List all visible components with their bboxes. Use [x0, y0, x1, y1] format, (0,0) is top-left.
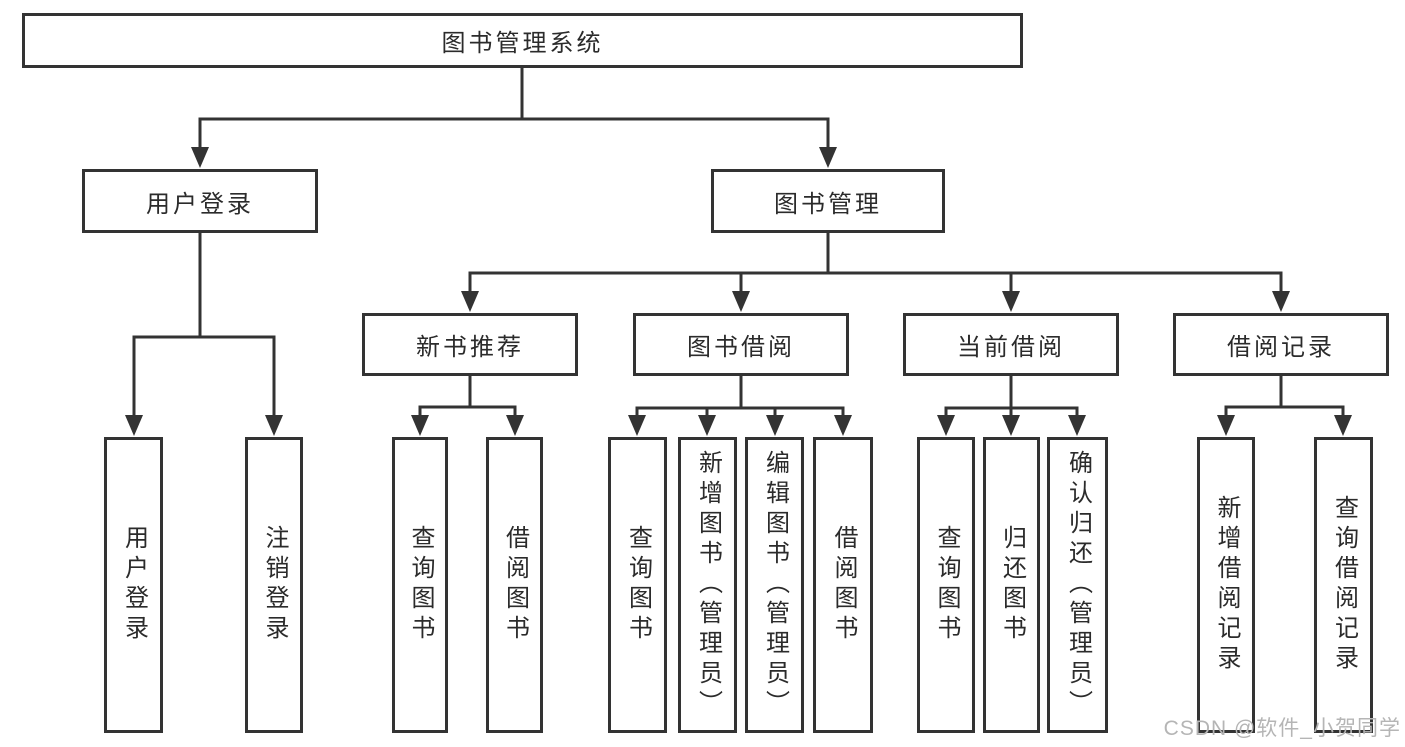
node-label: 编辑图书（管理员）: [761, 450, 789, 720]
node-borrow-records: 借阅记录: [1173, 313, 1389, 376]
node-current-borrow: 当前借阅: [903, 313, 1119, 376]
node-label: 图书管理: [774, 190, 882, 218]
node-label: 查询图书: [933, 525, 960, 645]
node-label: 用户登录: [146, 190, 254, 218]
node-label: 图书管理系统: [441, 30, 604, 57]
arrowheads: [125, 147, 1352, 436]
node-label: 借阅图书: [830, 525, 857, 645]
node-book-borrow: 图书借阅: [633, 313, 849, 376]
leaf-confirm-return-admin: 确认归还（管理员）: [1047, 437, 1108, 733]
leaf-recommend-borrow-books: 借阅图书: [486, 437, 543, 733]
node-label: 查询图书: [407, 525, 434, 645]
node-user-login: 用户登录: [82, 169, 318, 233]
node-label: 借阅图书: [501, 525, 529, 645]
node-new-book-recommend: 新书推荐: [362, 313, 578, 376]
leaf-recommend-query-books: 查询图书: [392, 437, 448, 733]
leaf-logout: 注销登录: [245, 437, 303, 733]
node-library-management-system: 图书管理系统: [22, 13, 1023, 68]
node-label: 归还图书: [998, 525, 1026, 645]
leaf-add-books-admin: 新增图书（管理员）: [678, 437, 737, 733]
leaf-add-borrow-record: 新增借阅记录: [1197, 437, 1255, 733]
node-label: 查询图书: [624, 525, 652, 645]
leaf-return-books: 归还图书: [983, 437, 1040, 733]
node-label: 新增图书（管理员）: [694, 450, 722, 720]
node-label: 新书推荐: [416, 334, 524, 361]
leaf-borrow-query-books: 查询图书: [608, 437, 667, 733]
node-label: 用户登录: [120, 525, 148, 645]
node-label: 当前借阅: [957, 334, 1065, 361]
node-label: 借阅记录: [1227, 334, 1335, 361]
leaf-current-query-books: 查询图书: [917, 437, 975, 733]
leaf-borrow-books: 借阅图书: [813, 437, 873, 733]
csdn-watermark: CSDN @软件_小贺同学: [1163, 717, 1401, 740]
leaf-user-login: 用户登录: [104, 437, 163, 733]
leaf-query-borrow-record: 查询借阅记录: [1314, 437, 1373, 733]
node-label: 图书借阅: [687, 334, 795, 361]
node-label: 注销登录: [261, 525, 288, 645]
leaf-edit-books-admin: 编辑图书（管理员）: [745, 437, 804, 733]
node-label: 新增借阅记录: [1213, 495, 1240, 675]
node-label: 查询借阅记录: [1330, 495, 1358, 675]
node-book-management: 图书管理: [711, 169, 945, 233]
node-label: 确认归还（管理员）: [1064, 450, 1092, 720]
